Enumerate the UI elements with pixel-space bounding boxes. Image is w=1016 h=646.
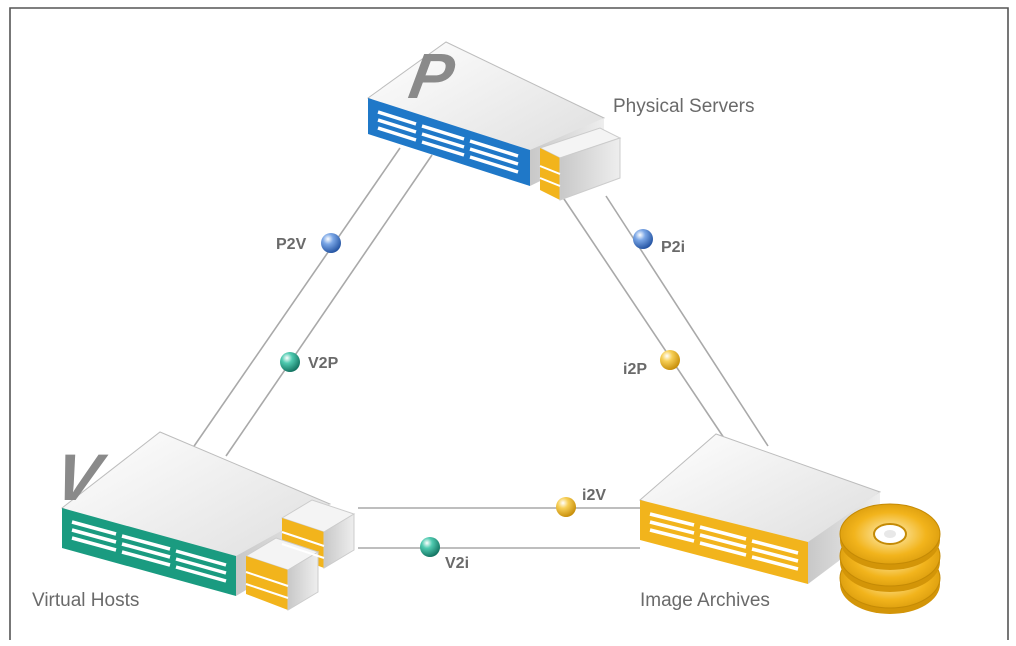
virtual-hosts-label: Virtual Hosts (32, 590, 139, 611)
i2p-label: i2P (623, 361, 647, 378)
conversion-p2i[interactable]: P2i (633, 229, 685, 256)
conversion-v2i[interactable]: V2i (420, 537, 469, 572)
line-v2p (225, 154, 433, 457)
p2i-ball-icon (633, 229, 653, 249)
virtual-host-icon: V (49, 431, 356, 611)
i2v-label: i2V (582, 487, 606, 504)
frame-border (9, 7, 1009, 640)
v2i-label: V2i (445, 555, 469, 572)
v2i-ball-icon (420, 537, 440, 557)
physical-servers-label: Physical Servers (613, 96, 755, 117)
p2v-label: P2V (276, 236, 307, 253)
p2v-ball-icon (321, 233, 341, 253)
v2p-label: V2P (308, 355, 339, 372)
p2i-label: P2i (661, 239, 685, 256)
disc-stack-icon (839, 503, 941, 614)
conversion-v2p[interactable]: V2P (280, 352, 339, 372)
i2v-ball-icon (556, 497, 576, 517)
line-p2v (189, 147, 401, 453)
conversion-i2v[interactable]: i2V (556, 487, 606, 517)
i2p-ball-icon (660, 350, 680, 370)
line-i2p (561, 195, 725, 439)
v2p-ball-icon (280, 352, 300, 372)
conversion-i2p[interactable]: i2P (623, 350, 680, 378)
line-p2i (605, 195, 769, 447)
connection-lines (189, 147, 769, 549)
physical-server-icon: P (367, 40, 622, 201)
conversion-p2v[interactable]: P2V (276, 233, 341, 253)
image-archives-label: Image Archives (640, 590, 770, 611)
